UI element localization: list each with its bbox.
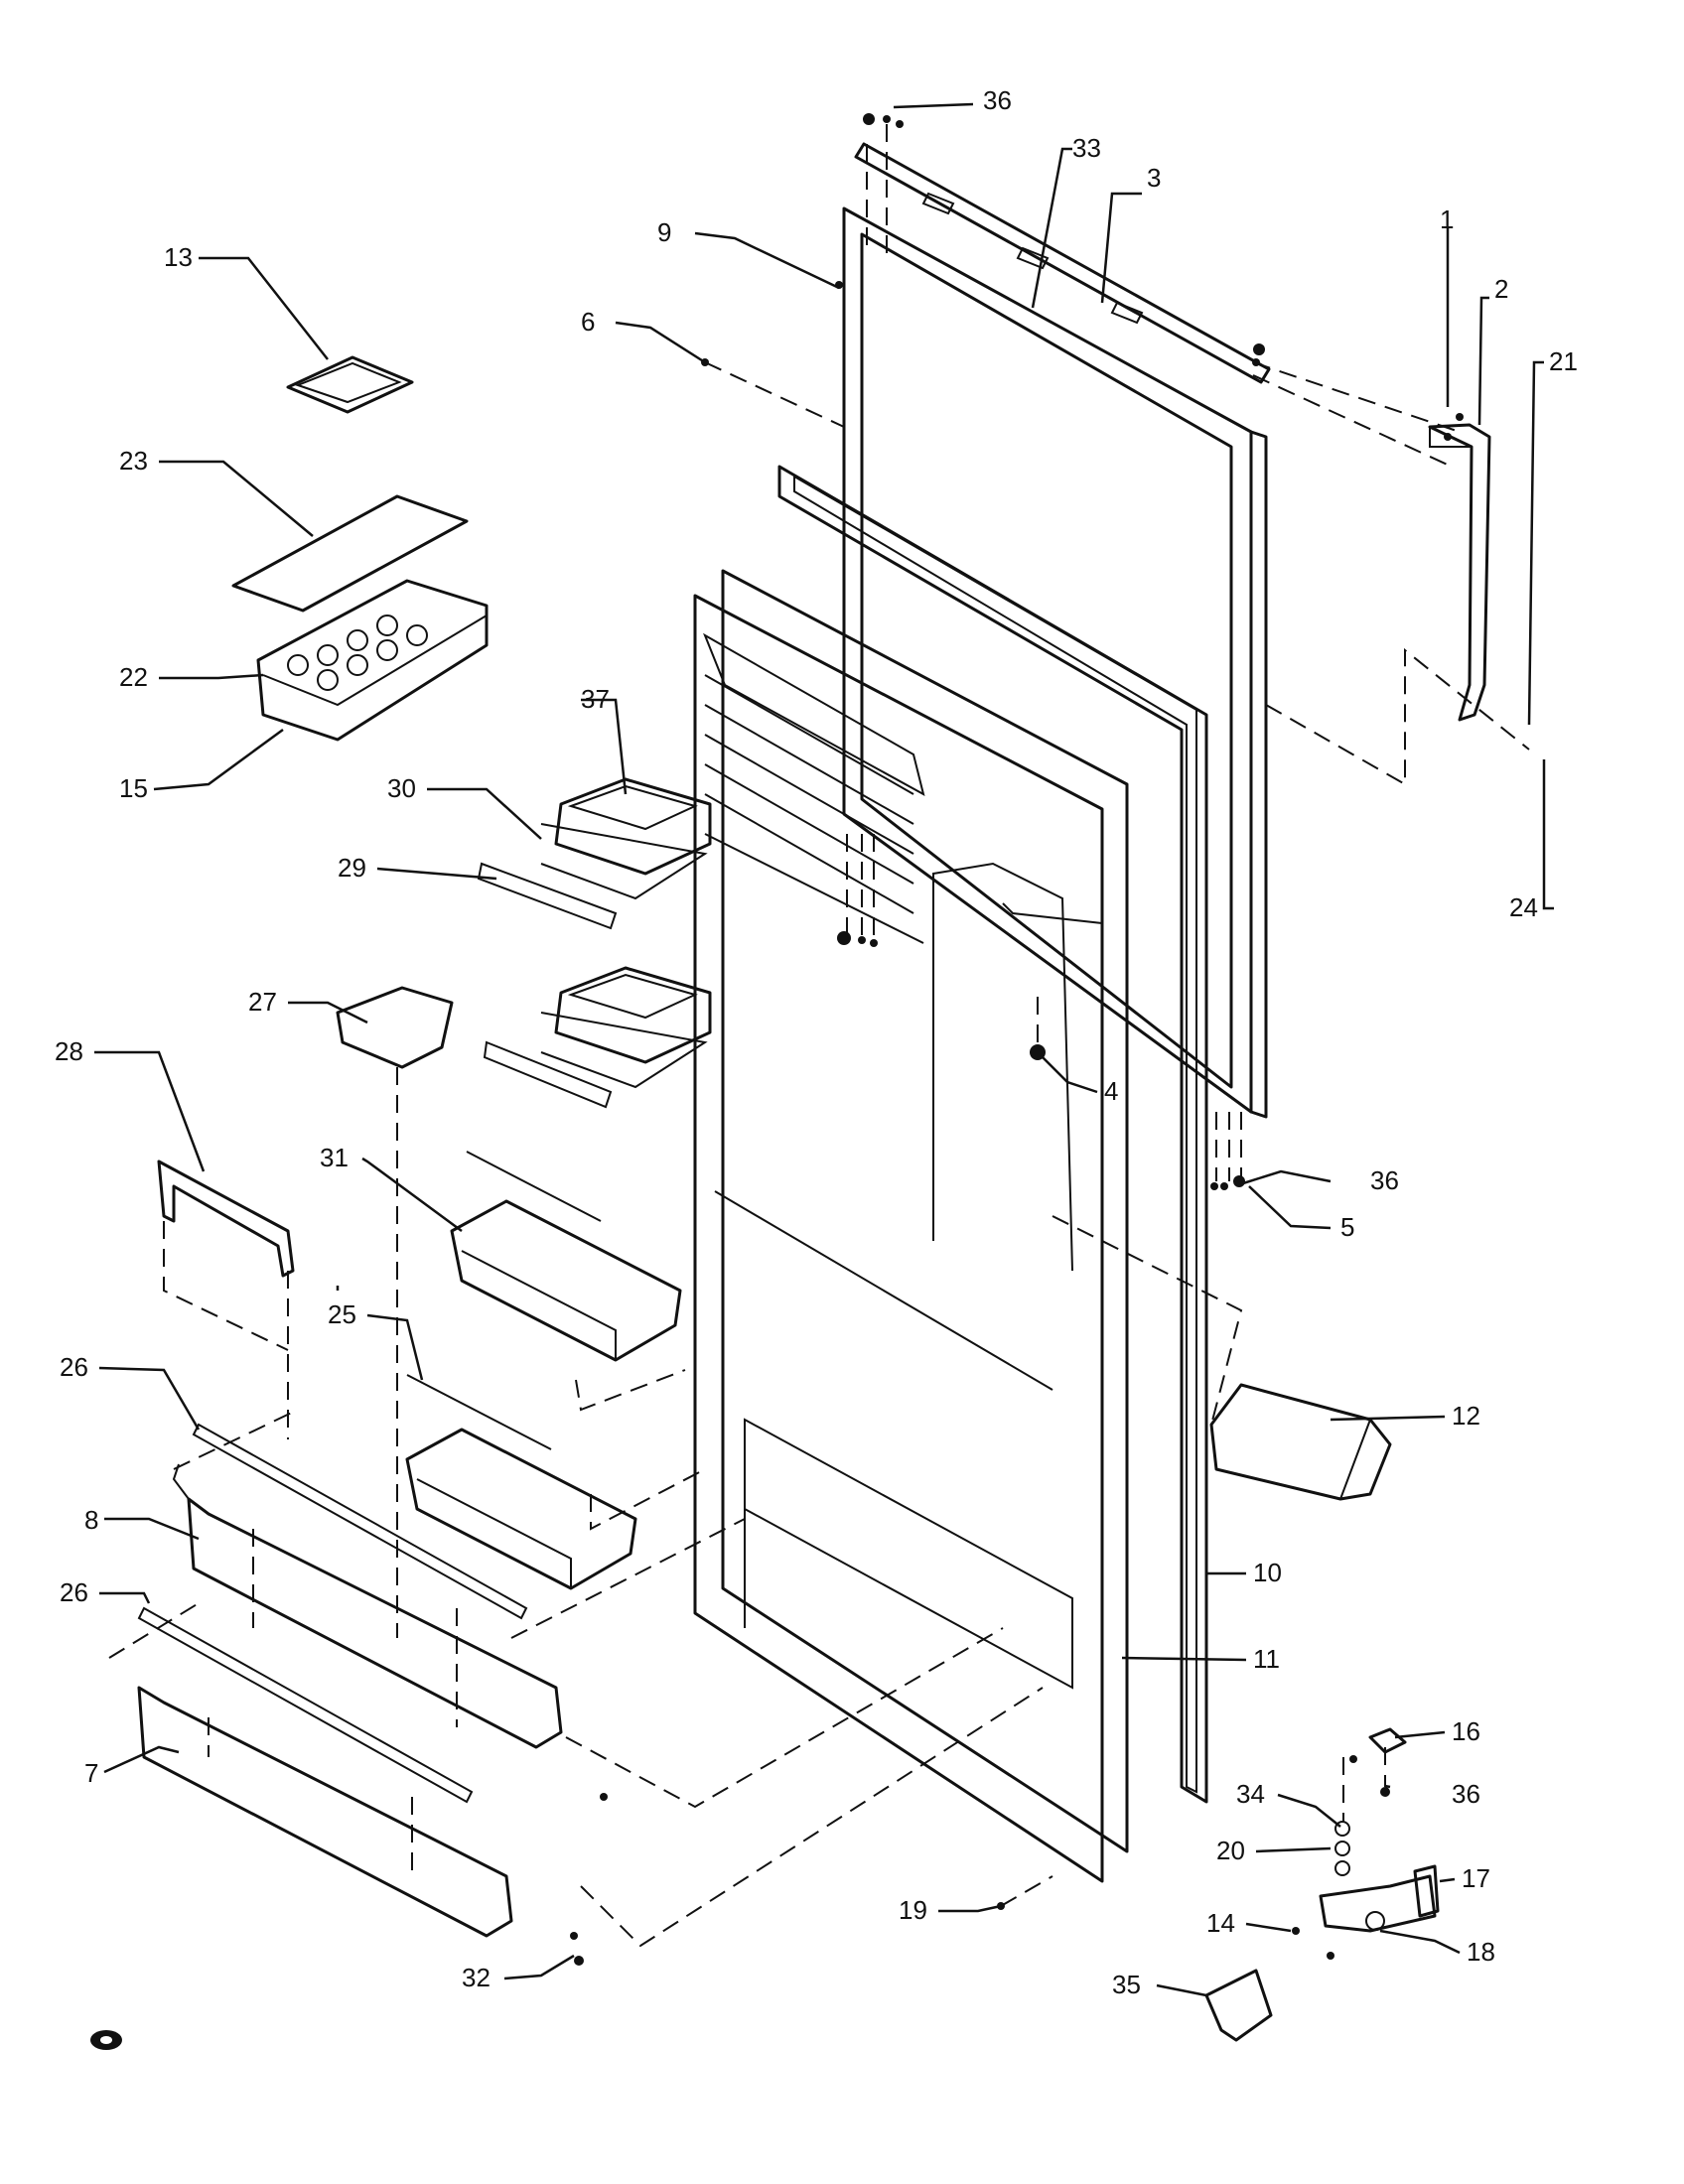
callout-3: 3 <box>1147 163 1161 193</box>
small-shelf-bin <box>336 986 454 1069</box>
callout-29: 29 <box>338 853 366 883</box>
egg-bucket <box>256 579 489 742</box>
bottom-hinge-assembly <box>1204 1727 1440 2042</box>
callout-23: 23 <box>119 446 148 476</box>
callout-32: 32 <box>462 1963 491 1992</box>
callout-36-middle: 36 <box>1370 1165 1399 1195</box>
callout-12: 12 <box>1452 1401 1480 1431</box>
door-shelf-bin-middle <box>405 1374 637 1590</box>
callout-27: 27 <box>248 987 277 1017</box>
compartment-door-hinge-pin <box>477 862 618 930</box>
door-shelf-bar-lower <box>137 1606 474 1804</box>
callout-36-top: 36 <box>983 85 1012 115</box>
bin-support-bracket <box>157 1160 295 1278</box>
callout-10: 10 <box>1253 1558 1282 1587</box>
callout-11: 11 <box>1253 1644 1280 1674</box>
callout-28: 28 <box>55 1036 83 1066</box>
callout-20: 20 <box>1216 1836 1245 1865</box>
door-gasket <box>777 465 1208 1804</box>
callout-6: 6 <box>581 307 595 337</box>
callout-13: 13 <box>164 242 193 272</box>
callout-19: 19 <box>899 1895 927 1925</box>
callout-37: 37 <box>581 684 610 714</box>
callout-34: 34 <box>1236 1779 1265 1809</box>
callout-14: 14 <box>1206 1908 1235 1938</box>
door-handle <box>1428 413 1491 722</box>
logo-mark <box>90 2030 122 2050</box>
callout-9: 9 <box>657 217 671 247</box>
utility-compartment-upper <box>540 777 712 900</box>
door-shelf-bin-lower-upper <box>172 1463 563 1749</box>
callout-2: 2 <box>1494 274 1508 304</box>
door-panel <box>842 206 1268 1119</box>
fasteners <box>570 281 1245 1966</box>
callout-25: 25 <box>328 1299 356 1329</box>
callout-labels: 1 2 3 4 5 6 7 8 9 10 11 12 13 14 15 16 1… <box>55 85 1578 1999</box>
callout-17: 17 <box>1462 1863 1490 1893</box>
callout-18: 18 <box>1467 1937 1495 1967</box>
callout-35: 35 <box>1112 1970 1141 1999</box>
callout-31: 31 <box>320 1143 349 1172</box>
callout-36-bottom: 36 <box>1452 1779 1480 1809</box>
callout-8: 8 <box>84 1505 98 1535</box>
callout-21: 21 <box>1549 346 1578 376</box>
callout-15: 15 <box>119 773 148 803</box>
door-shelf-bin-upper <box>450 1151 682 1362</box>
egg-tray-cover <box>231 494 469 613</box>
callout-26-upper: 26 <box>60 1352 88 1382</box>
door-top-strip <box>854 113 1271 384</box>
door-shelf-bar-upper <box>192 1423 528 1620</box>
butter-tray <box>286 355 414 414</box>
utility-compartment-lower <box>483 966 712 1109</box>
callout-5: 5 <box>1340 1212 1354 1242</box>
callout-30: 30 <box>387 773 416 803</box>
callout-26-lower: 26 <box>60 1577 88 1607</box>
callout-24: 24 <box>1509 892 1538 922</box>
assembly-guide-lines <box>108 124 1530 1948</box>
dairy-compartment-box <box>1209 1383 1392 1501</box>
inner-door-liner <box>693 569 1129 1883</box>
callout-16: 16 <box>1452 1716 1480 1746</box>
door-shelf-bin-bottom <box>137 1686 513 1938</box>
callout-4: 4 <box>1104 1076 1118 1106</box>
callout-leaders <box>94 102 1554 1997</box>
callout-33: 33 <box>1072 133 1101 163</box>
callout-7: 7 <box>84 1758 98 1788</box>
callout-22: 22 <box>119 662 148 692</box>
callout-1: 1 <box>1440 205 1454 234</box>
